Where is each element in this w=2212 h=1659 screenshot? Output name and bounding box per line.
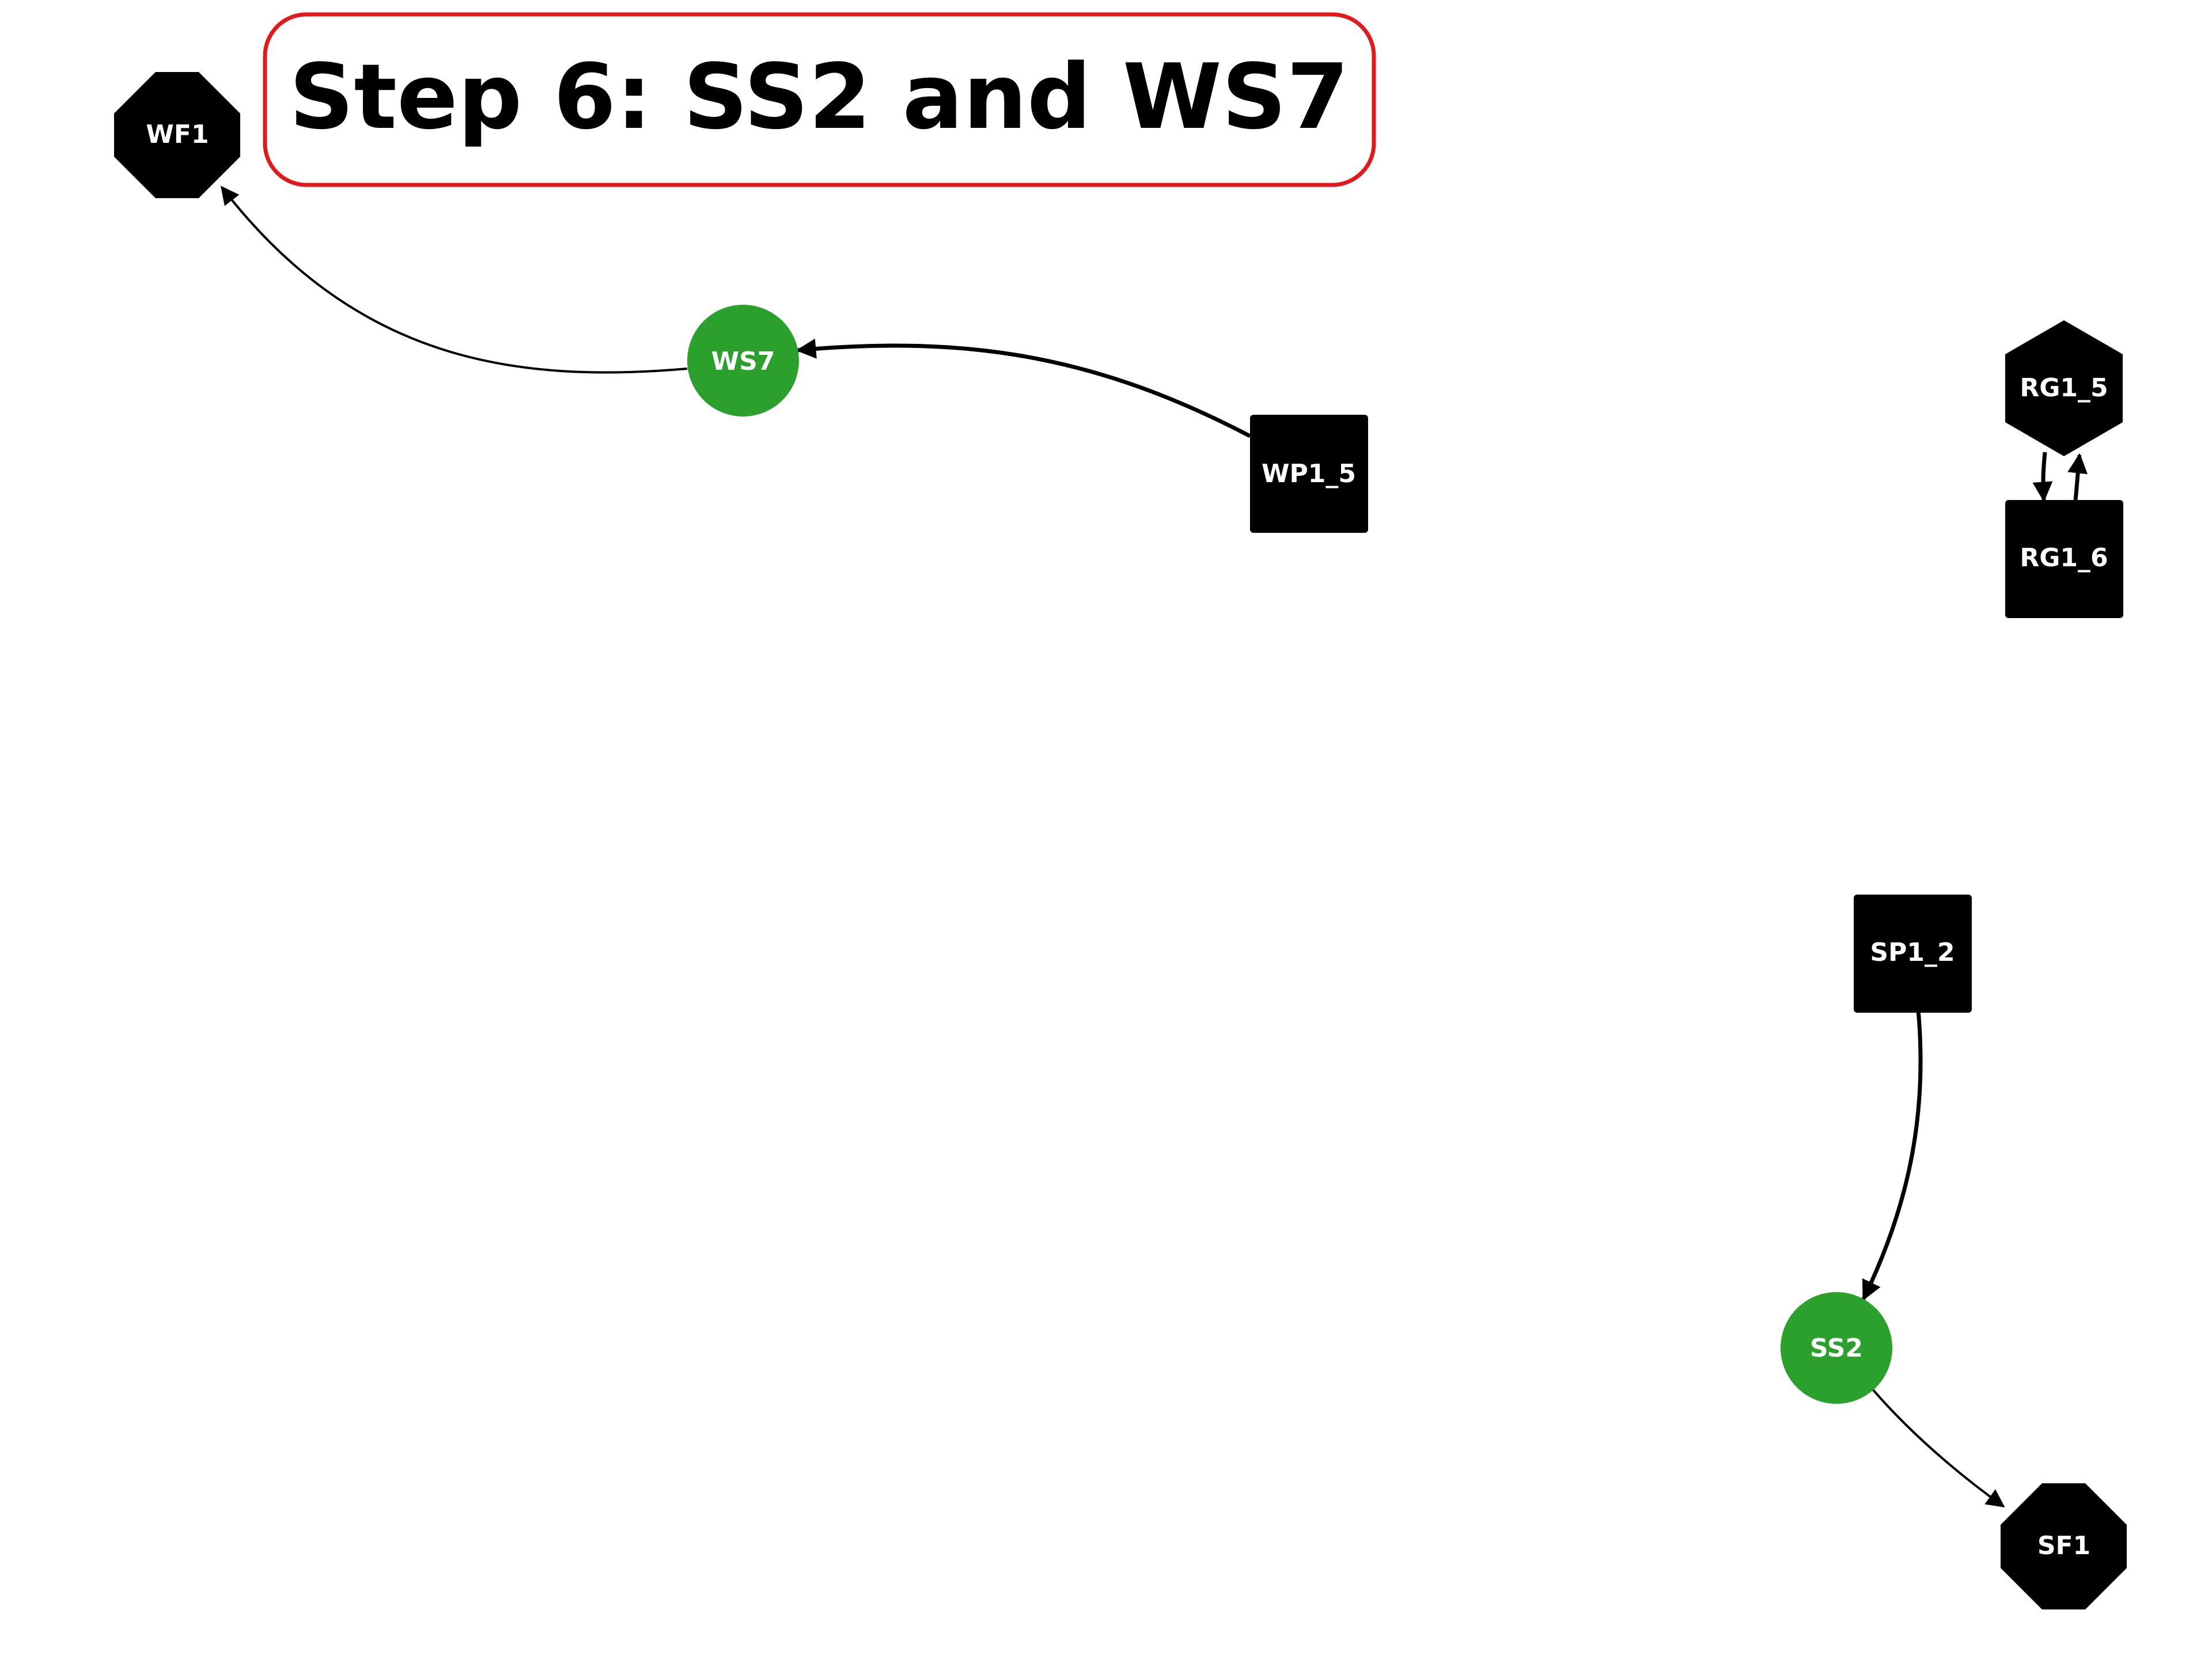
node-label-wf1: WF1 bbox=[146, 120, 209, 149]
node-label-rg1_6: RG1_6 bbox=[2020, 543, 2108, 573]
node-rg1_5[interactable]: RG1_5 bbox=[2005, 320, 2123, 456]
node-label-ws7: WS7 bbox=[711, 347, 775, 376]
edge-sp1_2-to-ss2 bbox=[1861, 1009, 1923, 1301]
hexagon-node-icon bbox=[2005, 320, 2123, 456]
square-node bbox=[1250, 415, 1368, 533]
node-label-wp1_5: WP1_5 bbox=[1262, 459, 1356, 488]
octagon-node-icon bbox=[2001, 1483, 2127, 1609]
edge-wp1_5-to-ws7 bbox=[796, 338, 1251, 438]
node-ss2[interactable]: SS2 bbox=[1781, 1292, 1892, 1404]
edges bbox=[221, 185, 2088, 1508]
node-label-sp1_2: SP1_2 bbox=[1870, 938, 1955, 967]
node-sp1_2[interactable]: SP1_2 bbox=[1854, 895, 1972, 1013]
highlighted-node-circle bbox=[1781, 1292, 1892, 1404]
edge-rg1_6-to-rg1_5 bbox=[2067, 453, 2088, 501]
title-border bbox=[263, 12, 1376, 187]
node-rg1_6[interactable]: RG1_6 bbox=[2005, 500, 2123, 618]
node-label-sf1: SF1 bbox=[2037, 1531, 2090, 1560]
octagon-node-icon bbox=[114, 72, 240, 198]
page-title: Step 6: SS2 and WS7 bbox=[289, 44, 1349, 149]
node-sf1[interactable]: SF1 bbox=[2001, 1483, 2127, 1609]
node-wp1_5[interactable]: WP1_5 bbox=[1250, 415, 1368, 533]
node-label-ss2: SS2 bbox=[1810, 1334, 1863, 1363]
title-box: Step 6: SS2 and WS7 bbox=[263, 12, 1376, 187]
node-ws7[interactable]: WS7 bbox=[687, 305, 799, 416]
node-label-rg1_5: RG1_5 bbox=[2020, 373, 2108, 403]
node-wf1[interactable]: WF1 bbox=[114, 72, 240, 198]
highlighted-node-circle bbox=[687, 305, 799, 416]
edge-ws7-to-wf1 bbox=[221, 185, 688, 374]
edge-rg1_5-to-rg1_6 bbox=[2032, 452, 2053, 502]
edge-ss2-to-sf1 bbox=[1868, 1384, 2005, 1508]
square-node bbox=[2005, 500, 2123, 618]
square-node bbox=[1854, 895, 1972, 1013]
